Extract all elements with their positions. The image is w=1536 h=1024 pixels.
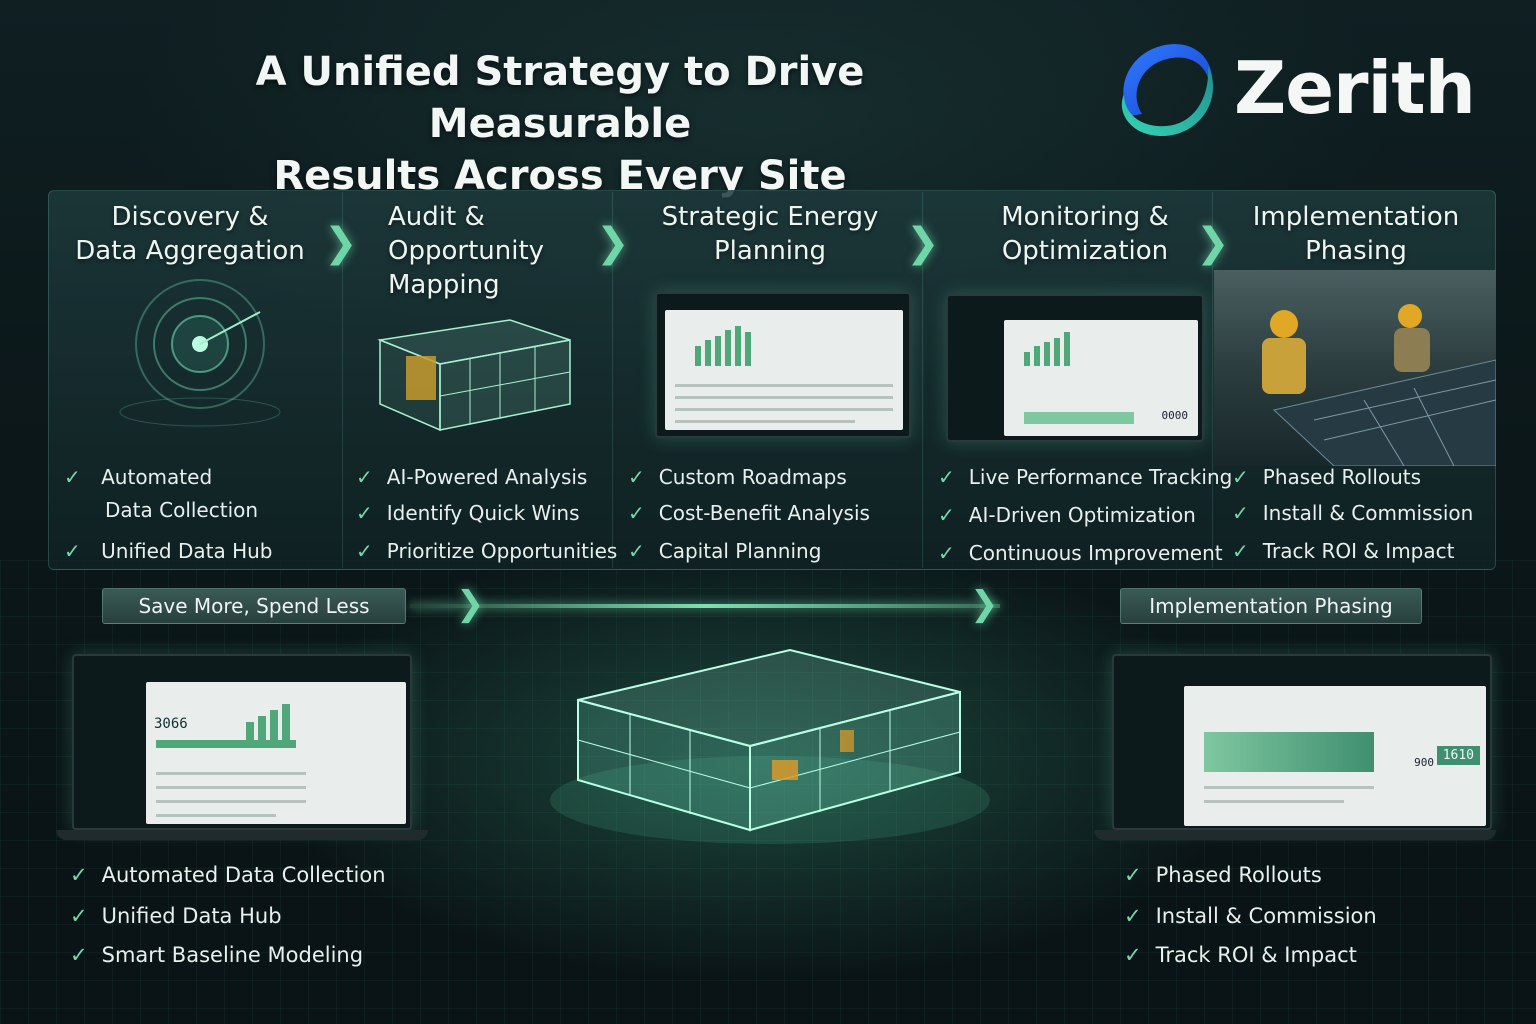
bottom-feature-item: ✓Unified Data Hub xyxy=(70,904,282,928)
left-laptop-screen: 3066 xyxy=(72,654,412,830)
check-icon: ✓ xyxy=(356,539,373,563)
arrow-right-icon: ❯ xyxy=(970,584,999,624)
check-icon: ✓ xyxy=(70,904,88,928)
check-icon: ✓ xyxy=(628,465,645,489)
arrow-right-icon: ❯ xyxy=(456,584,485,624)
step-divider xyxy=(1212,192,1213,568)
workers-solar-panel-photo xyxy=(1214,270,1496,466)
laptop-base xyxy=(1094,830,1496,840)
check-icon: ✓ xyxy=(938,503,955,527)
feature-item: ✓Track ROI & Impact xyxy=(1232,539,1455,563)
metric-readout: 900 xyxy=(1414,756,1434,769)
feature-item: ✓Custom Roadmaps xyxy=(628,465,847,489)
step-title-discovery: Discovery &Data Aggregation xyxy=(75,202,305,266)
step-title-monitoring: Monitoring &Optimization xyxy=(1001,202,1169,266)
feature-item: ✓AI-Powered Analysis xyxy=(356,465,588,489)
check-icon: ✓ xyxy=(64,539,81,563)
monitoring-screenshot: 0000 xyxy=(946,294,1204,442)
feature-item: ✓Prioritize Opportunities xyxy=(356,539,618,563)
feature-item-continued: Data Collection xyxy=(105,498,259,522)
glowing-building-icon xyxy=(550,648,990,844)
check-icon: ✓ xyxy=(70,863,88,887)
check-icon: ✓ xyxy=(1232,501,1249,525)
check-icon: ✓ xyxy=(628,501,645,525)
chevron-right-icon: ❯ xyxy=(596,220,630,266)
building-wireframe-icon xyxy=(377,319,571,432)
check-icon: ✓ xyxy=(628,539,645,563)
step-divider xyxy=(922,192,923,568)
check-icon: ✓ xyxy=(64,465,81,489)
check-icon: ✓ xyxy=(1232,539,1249,563)
feature-item: ✓Identify Quick Wins xyxy=(356,501,580,525)
feature-item: ✓Live Performance Tracking xyxy=(938,465,1233,489)
step-divider xyxy=(342,192,343,568)
check-icon: ✓ xyxy=(356,465,373,489)
check-icon: ✓ xyxy=(938,541,955,565)
feature-item: ✓Phased Rollouts xyxy=(1232,465,1422,489)
radar-icon xyxy=(119,279,281,427)
step-divider xyxy=(612,192,613,568)
feature-item: ✓ Automated xyxy=(64,465,213,489)
feature-item: ✓Install & Commission xyxy=(1232,501,1474,525)
bottom-feature-item: ✓Install & Commission xyxy=(1124,904,1377,928)
flow-arrow-line xyxy=(410,604,1000,608)
metric-badge: 1610 xyxy=(1436,746,1480,765)
bottom-feature-item: ✓Smart Baseline Modeling xyxy=(70,943,364,967)
implementation-phasing-pill: Implementation Phasing xyxy=(1120,588,1422,624)
page-title: A Unified Strategy to Drive Measurable R… xyxy=(255,49,865,199)
laptop-base xyxy=(56,830,428,840)
check-icon: ✓ xyxy=(1124,863,1142,887)
chevron-right-icon: ❯ xyxy=(1196,220,1230,266)
brand-name: Zerith xyxy=(1234,46,1476,130)
check-icon: ✓ xyxy=(1232,465,1249,489)
feature-item: ✓AI-Driven Optimization xyxy=(938,503,1196,527)
bottom-feature-item: ✓Phased Rollouts xyxy=(1124,863,1322,887)
feature-item: ✓Capital Planning xyxy=(628,539,822,563)
check-icon: ✓ xyxy=(1124,943,1142,967)
bottom-feature-item: ✓Automated Data Collection xyxy=(70,863,386,887)
metric-readout: 3066 xyxy=(154,716,188,732)
metric-readout: 0000 xyxy=(1161,409,1189,422)
solar-workers-illustration xyxy=(1262,304,1496,466)
save-more-pill: Save More, Spend Less xyxy=(102,588,406,624)
chevron-right-icon: ❯ xyxy=(324,220,358,266)
feature-item: ✓ Unified Data Hub xyxy=(64,539,273,563)
check-icon: ✓ xyxy=(356,501,373,525)
feature-item: ✓Cost-Benefit Analysis xyxy=(628,501,870,525)
check-icon: ✓ xyxy=(1124,904,1142,928)
check-icon: ✓ xyxy=(938,465,955,489)
feature-item: ✓Continuous Improvement xyxy=(938,541,1223,565)
bottom-feature-item: ✓Track ROI & Impact xyxy=(1124,943,1357,967)
chevron-right-icon: ❯ xyxy=(906,220,940,266)
zerith-logo-icon xyxy=(1121,44,1214,136)
right-laptop-screen: 900 1610 xyxy=(1112,654,1492,830)
dashboard-screenshot xyxy=(655,292,911,438)
check-icon: ✓ xyxy=(70,943,88,967)
